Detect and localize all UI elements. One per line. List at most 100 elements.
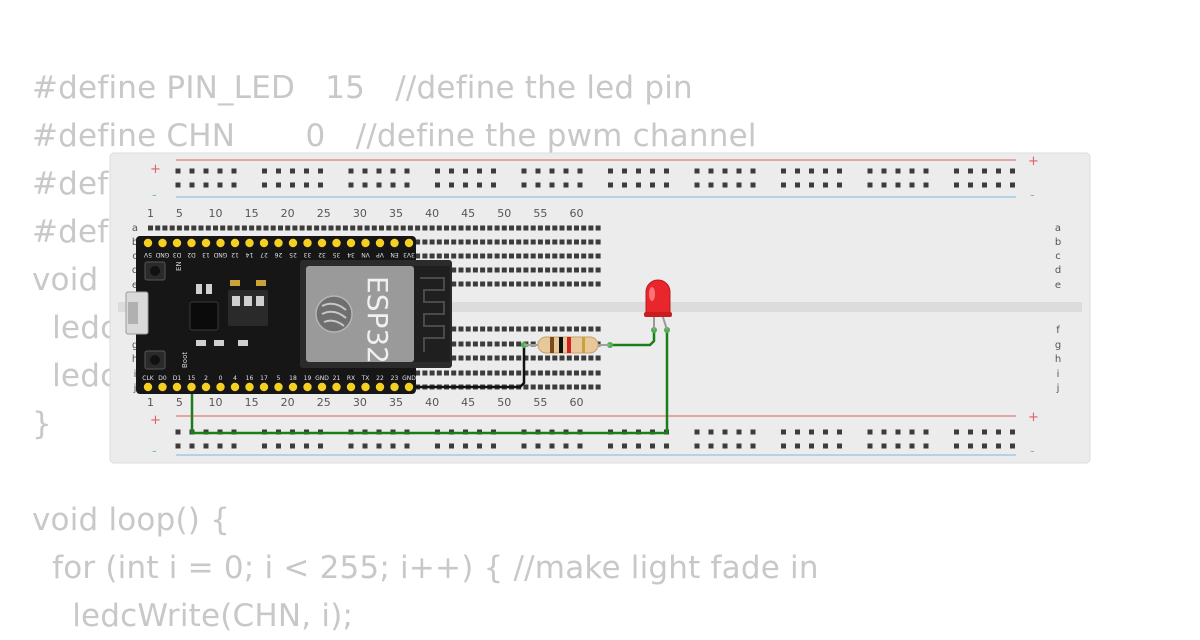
rail-hole [781, 168, 786, 174]
rail-hole [982, 182, 987, 188]
row-letter-right: i [1057, 369, 1060, 380]
code-line: void loop() { [32, 502, 231, 538]
rail-hole [750, 168, 756, 174]
hole [574, 239, 579, 245]
hole [191, 225, 197, 231]
rail-hole [708, 429, 714, 435]
hole [574, 281, 579, 287]
col-number-top: 35 [389, 207, 403, 220]
hole [480, 281, 486, 287]
hole [429, 370, 435, 376]
rail-hole [491, 443, 496, 449]
esp32-pin-bottom [259, 382, 269, 392]
esp32-pin-label-bottom: 23 [391, 375, 399, 382]
hole [415, 239, 421, 245]
hole [429, 239, 435, 245]
esp32-pin-label-bottom: D1 [173, 375, 182, 382]
rail-hole [390, 168, 396, 174]
hole [198, 225, 204, 231]
hole [386, 225, 392, 231]
hole [588, 281, 594, 287]
rail-hole [708, 168, 714, 174]
rail-hole [664, 182, 669, 188]
rail-hole [650, 182, 655, 188]
button-en-cap [150, 266, 160, 276]
hole [306, 225, 312, 231]
col-number-bottom: 50 [497, 396, 511, 409]
espressif-logo-icon [315, 295, 353, 333]
hole [559, 384, 565, 390]
rail-hole [318, 168, 323, 174]
hole [472, 355, 478, 361]
rail-minus-top-right: - [1030, 188, 1035, 203]
hole [494, 341, 500, 347]
hole [458, 253, 464, 259]
resistor-band-3 [567, 337, 571, 353]
col-number-top: 25 [317, 207, 331, 220]
hole [465, 239, 471, 245]
hole [552, 355, 558, 361]
hole [581, 384, 587, 390]
rail-hole [996, 168, 1001, 174]
rail-hole [750, 443, 756, 449]
rail-hole [722, 182, 728, 188]
rail-hole [750, 429, 756, 435]
esp32-pin-label-bottom: 21 [333, 375, 341, 382]
esp32-pin-label-bottom: GND [315, 375, 329, 382]
rail-hole [549, 443, 555, 449]
hole [595, 326, 601, 332]
hole [552, 370, 558, 376]
hole [292, 225, 298, 231]
rail-hole [968, 443, 973, 449]
hole [494, 281, 500, 287]
hole [588, 253, 594, 259]
hole [465, 225, 471, 231]
esp32-pin-label-top: 33 [304, 251, 312, 258]
rail-hole [1010, 182, 1015, 188]
rail-minus-bottom-right: - [1030, 444, 1035, 459]
esp32-pin-top [288, 238, 298, 248]
hole [321, 225, 327, 231]
rail-hole [837, 182, 842, 188]
hole [342, 225, 348, 231]
hole [523, 267, 529, 273]
hole [509, 253, 514, 259]
hole [581, 239, 587, 245]
hole [523, 281, 529, 287]
esp32-pin-label-top: VN [361, 251, 370, 258]
col-number-top: 10 [208, 207, 222, 220]
hole [444, 253, 449, 259]
rail-hole [867, 182, 873, 188]
col-number-top: 5 [176, 207, 183, 220]
label-en: EN [175, 261, 183, 271]
esp32-pin-label-top: 14 [246, 251, 254, 258]
hole [451, 253, 457, 259]
hole [545, 384, 551, 390]
hole [530, 225, 536, 231]
rail-hole [923, 429, 929, 435]
led[interactable] [644, 279, 672, 331]
hole [537, 281, 543, 287]
rail-hole [823, 168, 828, 174]
rail-hole [549, 168, 555, 174]
rail-hole [390, 443, 396, 449]
hole [415, 370, 421, 376]
row-letter-right: g [1055, 340, 1061, 351]
hole [451, 239, 457, 245]
resistor[interactable] [524, 336, 610, 354]
hole [537, 253, 543, 259]
rail-hole [435, 168, 440, 174]
hole [545, 326, 551, 332]
col-number-bottom: 30 [353, 396, 367, 409]
rail-hole [1010, 429, 1015, 435]
row-letter-right: e [1055, 280, 1061, 291]
hole [213, 225, 218, 231]
hole [581, 281, 587, 287]
hole [480, 225, 486, 231]
rail-hole [708, 443, 714, 449]
esp32-pin-top [375, 238, 385, 248]
rail-hole [636, 443, 641, 449]
cap [230, 280, 240, 286]
